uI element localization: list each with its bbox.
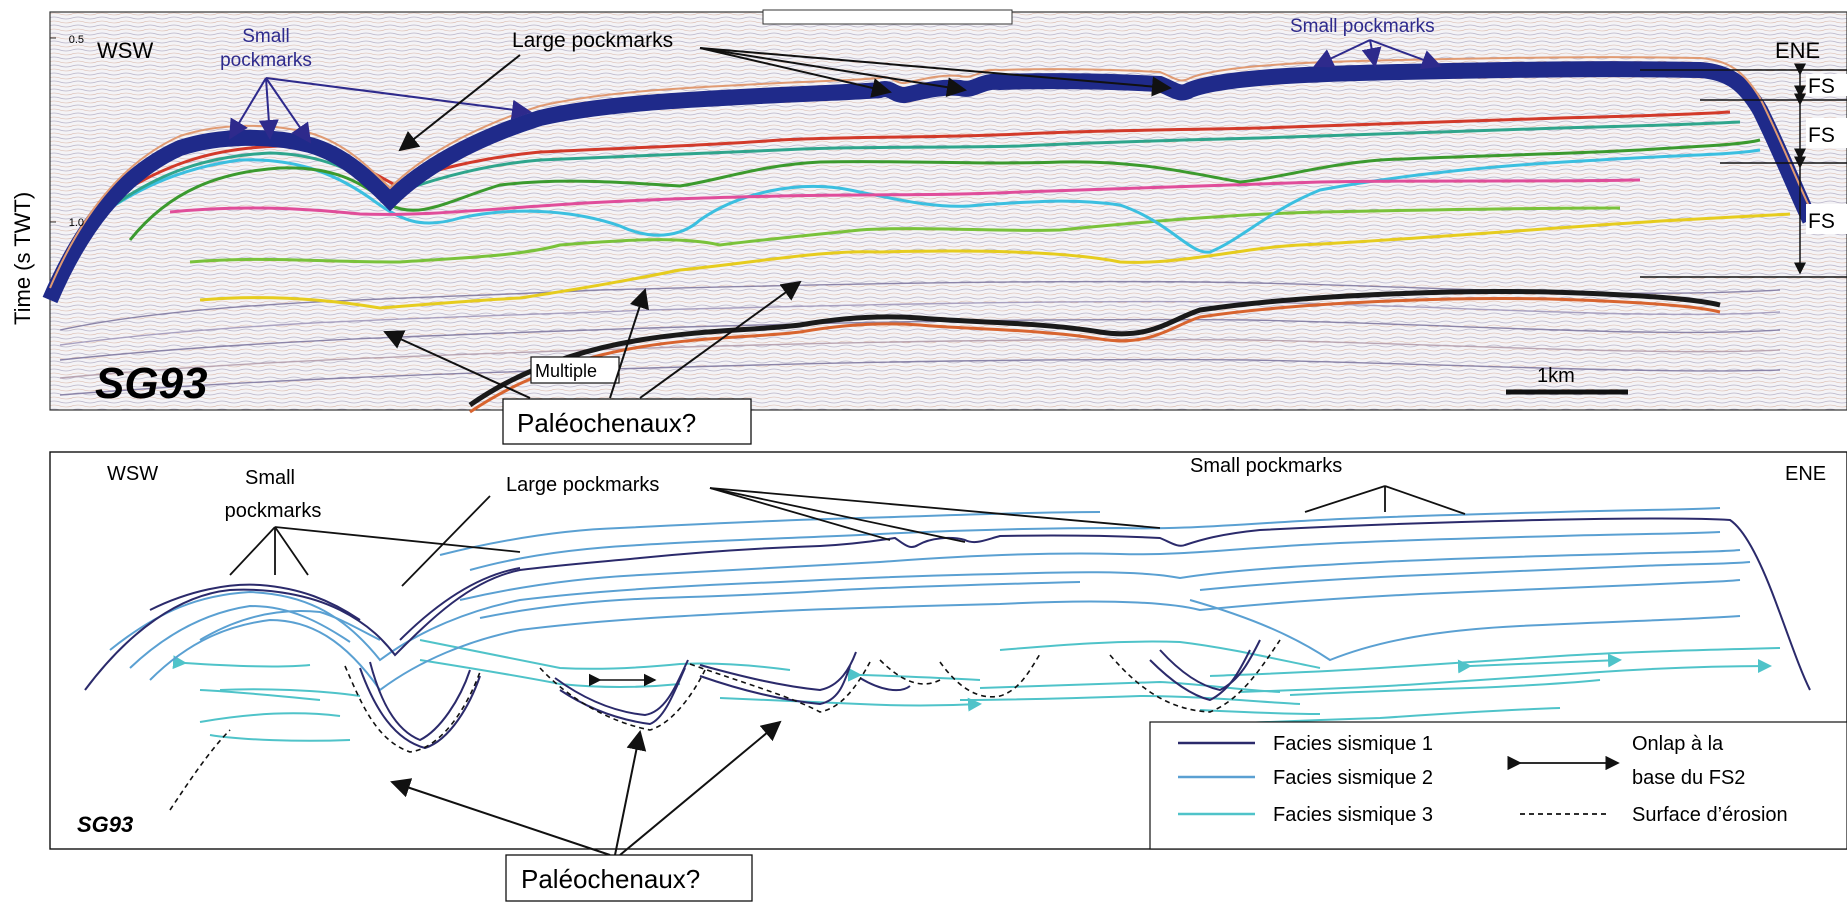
bottom-large-pockmarks-lines xyxy=(401,487,1161,587)
bottom-dir-right: ENE xyxy=(1785,463,1826,485)
fs-label-3: FS xyxy=(1808,210,1835,233)
top-large-pockmarks: Large pockmarks xyxy=(512,29,673,52)
fs-label-1: FS xyxy=(1808,75,1835,98)
seafloor-reflector xyxy=(42,56,1818,304)
bottom-section-id: SG93 xyxy=(77,812,133,837)
horizon-green xyxy=(128,138,1761,241)
legend-facies2-label: Facies sismique 2 xyxy=(1273,767,1433,789)
bottom-paleochenaux-box xyxy=(505,854,753,902)
legend-onlap-label-2: base du FS2 xyxy=(1632,767,1745,789)
y-axis-label: Time (s TWT) xyxy=(10,192,35,325)
multiple-label: Multiple xyxy=(535,361,597,381)
fs-units: FS FS FS xyxy=(1640,63,1847,278)
bottom-large-pockmarks: Large pockmarks xyxy=(506,474,659,496)
legend-facies1-label: Facies sismique 1 xyxy=(1273,733,1433,755)
facies1-lines xyxy=(84,517,1811,750)
top-small-pockmarks-right: Small pockmarks xyxy=(1290,16,1435,37)
top-small-pockmarks-right-arrows xyxy=(1313,39,1442,70)
tick-label-05: 0.5 xyxy=(69,34,84,46)
horizon-teal xyxy=(99,120,1741,217)
tick-label-10: 1.0 xyxy=(69,217,84,229)
top-paleochenaux-label: Paléochenaux? xyxy=(517,408,696,438)
bottom-dir-left: WSW xyxy=(107,463,158,485)
bottom-small-pockmarks-right-lines xyxy=(1304,485,1466,515)
bottom-paleochenaux-arrows xyxy=(390,720,782,856)
top-small-pockmarks-left-1: Small xyxy=(242,26,290,47)
top-large-pockmarks-arrows xyxy=(398,47,1172,152)
bottom-small-pockmarks-left-2: pockmarks xyxy=(225,500,322,522)
facies2-lines xyxy=(109,507,1751,692)
bottom-small-pockmarks-right: Small pockmarks xyxy=(1190,455,1342,477)
top-paleochenaux-box xyxy=(502,398,752,445)
facies3-lines xyxy=(172,639,1781,742)
bottom-small-pockmarks-left-lines xyxy=(229,526,521,576)
legend-onlap-label-1: Onlap à la xyxy=(1632,733,1724,755)
top-notch xyxy=(762,9,1013,25)
top-section-id: SG93 xyxy=(95,359,208,408)
legend: Facies sismique 1 Facies sismique 2 Faci… xyxy=(1149,721,1847,850)
multiple-reflector xyxy=(468,289,1721,414)
horizon-pink xyxy=(169,178,1641,216)
horizon-green-deep xyxy=(189,206,1621,264)
fs-label-2: FS xyxy=(1808,124,1835,147)
top-dir-left: WSW xyxy=(97,38,153,63)
top-small-pockmarks-left-2: pockmarks xyxy=(220,50,312,71)
legend-facies3-label: Facies sismique 3 xyxy=(1273,804,1433,826)
scale-label: 1km xyxy=(1537,365,1575,387)
interpretation-panel: WSW ENE Small pockmarks Large pockmarks … xyxy=(49,451,1847,902)
legend-erosion-label: Surface d’érosion xyxy=(1632,804,1788,826)
top-dir-right: ENE xyxy=(1775,38,1820,63)
top-paleochenaux-arrows xyxy=(383,280,802,399)
horizon-yellow xyxy=(199,212,1791,310)
bottom-paleochenaux-label: Paléochenaux? xyxy=(521,864,700,894)
legend-frame xyxy=(1149,721,1847,850)
erosion-surfaces xyxy=(169,639,1281,811)
interpreted-horizons xyxy=(79,110,1791,310)
bottom-small-pockmarks-left-1: Small xyxy=(245,467,295,489)
seismic-panel: Time (s TWT) 0.5 1.0 WSW ENE FS FS FS Sm… xyxy=(10,9,1847,445)
top-small-pockmarks-left-arrows xyxy=(228,77,532,144)
